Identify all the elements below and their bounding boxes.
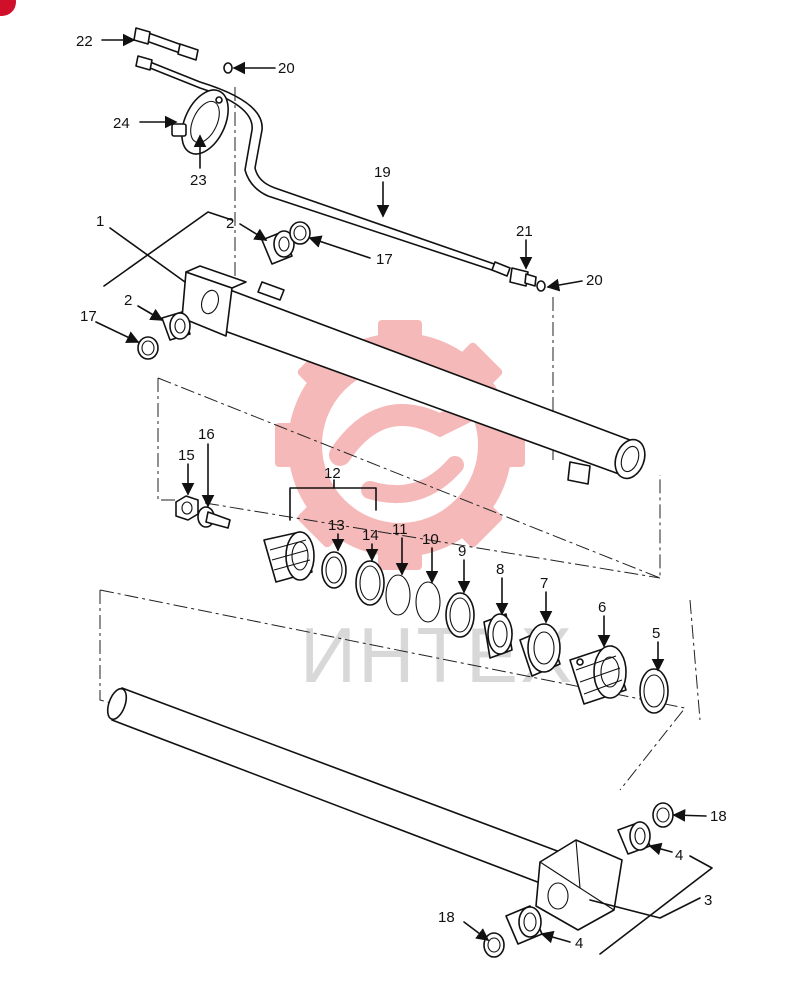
seal-18-upper bbox=[652, 802, 674, 828]
label-12: 12 bbox=[324, 465, 341, 482]
seal-17-upper bbox=[289, 221, 311, 245]
leader-lines bbox=[95, 33, 713, 955]
nut-15 bbox=[175, 495, 199, 521]
label-4-lower: 4 bbox=[575, 935, 583, 952]
oring-20-right bbox=[536, 280, 546, 292]
label-18-lower: 18 bbox=[438, 909, 455, 926]
label-24: 24 bbox=[113, 115, 130, 132]
fitting-21 bbox=[509, 267, 537, 287]
oring-20-top bbox=[223, 62, 233, 74]
part-labels: 22 20 24 23 19 1 2 21 17 20 2 17 16 15 1… bbox=[76, 33, 727, 952]
label-20-top: 20 bbox=[278, 60, 295, 77]
label-22: 22 bbox=[76, 33, 93, 50]
assembly-outline-lines bbox=[99, 87, 701, 791]
piston-seal-12 bbox=[263, 531, 315, 583]
label-2-upper: 2 bbox=[226, 215, 234, 232]
bushing-2-lower bbox=[161, 311, 191, 341]
label-15: 15 bbox=[178, 447, 195, 464]
bushing-4-lower bbox=[505, 905, 543, 945]
label-10: 10 bbox=[422, 531, 439, 548]
label-17-upper: 17 bbox=[376, 251, 393, 268]
screw-16 bbox=[197, 506, 231, 529]
label-3: 3 bbox=[704, 892, 712, 909]
seal-17-lower bbox=[137, 336, 159, 360]
label-8: 8 bbox=[496, 561, 504, 578]
hydraulic-tube-19 bbox=[135, 55, 511, 277]
bushing-2-upper bbox=[261, 230, 295, 265]
gland-6 bbox=[569, 645, 627, 705]
label-19: 19 bbox=[374, 164, 391, 181]
label-11: 11 bbox=[392, 521, 408, 538]
label-14: 14 bbox=[362, 527, 379, 544]
label-2-lower: 2 bbox=[124, 292, 132, 309]
label-17-lower: 17 bbox=[80, 308, 97, 325]
ring-14 bbox=[355, 560, 385, 606]
bolt-22 bbox=[133, 27, 199, 61]
label-20-right: 20 bbox=[586, 272, 603, 289]
label-1: 1 bbox=[96, 213, 104, 230]
cylinder-barrel-1 bbox=[181, 265, 646, 485]
wiper-5 bbox=[639, 668, 669, 714]
bushing-4-upper bbox=[617, 821, 651, 855]
label-6: 6 bbox=[598, 599, 606, 616]
clamp-23 bbox=[171, 89, 229, 155]
oring-11 bbox=[385, 574, 411, 616]
ring-8 bbox=[483, 613, 513, 659]
bushing-7 bbox=[519, 623, 561, 677]
label-4-upper: 4 bbox=[675, 847, 683, 864]
label-23: 23 bbox=[190, 172, 207, 189]
label-5: 5 bbox=[652, 625, 660, 642]
label-9: 9 bbox=[458, 543, 466, 560]
ring-13 bbox=[321, 551, 347, 589]
piston-rod-3 bbox=[106, 687, 561, 887]
seal-18-lower bbox=[483, 932, 505, 958]
label-7: 7 bbox=[540, 575, 548, 592]
label-16: 16 bbox=[198, 426, 215, 443]
label-13: 13 bbox=[328, 517, 345, 534]
ring-9 bbox=[445, 592, 475, 638]
label-21: 21 bbox=[516, 223, 533, 240]
label-18-upper: 18 bbox=[710, 808, 727, 825]
